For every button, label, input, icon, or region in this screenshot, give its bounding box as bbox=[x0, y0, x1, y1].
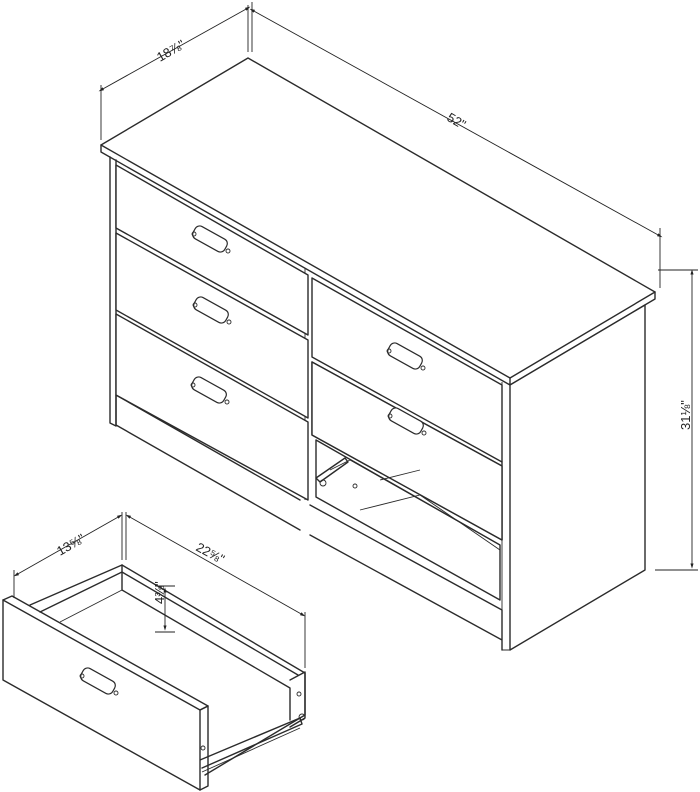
drawer-slide bbox=[315, 457, 349, 483]
depth-label: 18⅞" bbox=[154, 36, 188, 64]
drawer-handle-2 bbox=[192, 296, 232, 325]
drawer-handle-5 bbox=[387, 407, 427, 436]
drawer-handle-1 bbox=[191, 225, 231, 254]
drawer-left-1 bbox=[115, 164, 309, 336]
open-drawer bbox=[2, 564, 306, 791]
drawer-left-3 bbox=[115, 313, 309, 501]
drawer-right-2 bbox=[311, 361, 503, 541]
height-label: 31⅛" bbox=[678, 400, 693, 430]
width-label: 52" bbox=[445, 110, 469, 133]
drawer-depth-label: 13⅝" bbox=[54, 530, 88, 558]
drawer-height-dimension: 4⅜" bbox=[152, 581, 175, 633]
dresser-left-side bbox=[109, 156, 117, 427]
drawer-height-label: 4⅜" bbox=[152, 581, 167, 604]
height-dimension: 31⅛" bbox=[655, 269, 698, 571]
open-drawer-handle bbox=[79, 667, 119, 696]
dresser-right-side bbox=[509, 304, 646, 651]
dresser bbox=[100, 57, 656, 651]
drawer-left-2 bbox=[115, 232, 309, 419]
drawer-front bbox=[2, 599, 201, 791]
drawer-depth-dimension: 13⅝" bbox=[13, 512, 123, 598]
drawer-handle-3 bbox=[190, 376, 230, 405]
open-compartment bbox=[315, 439, 501, 601]
open-drawer-slide bbox=[199, 717, 303, 769]
drawer-handle-4 bbox=[386, 342, 426, 371]
